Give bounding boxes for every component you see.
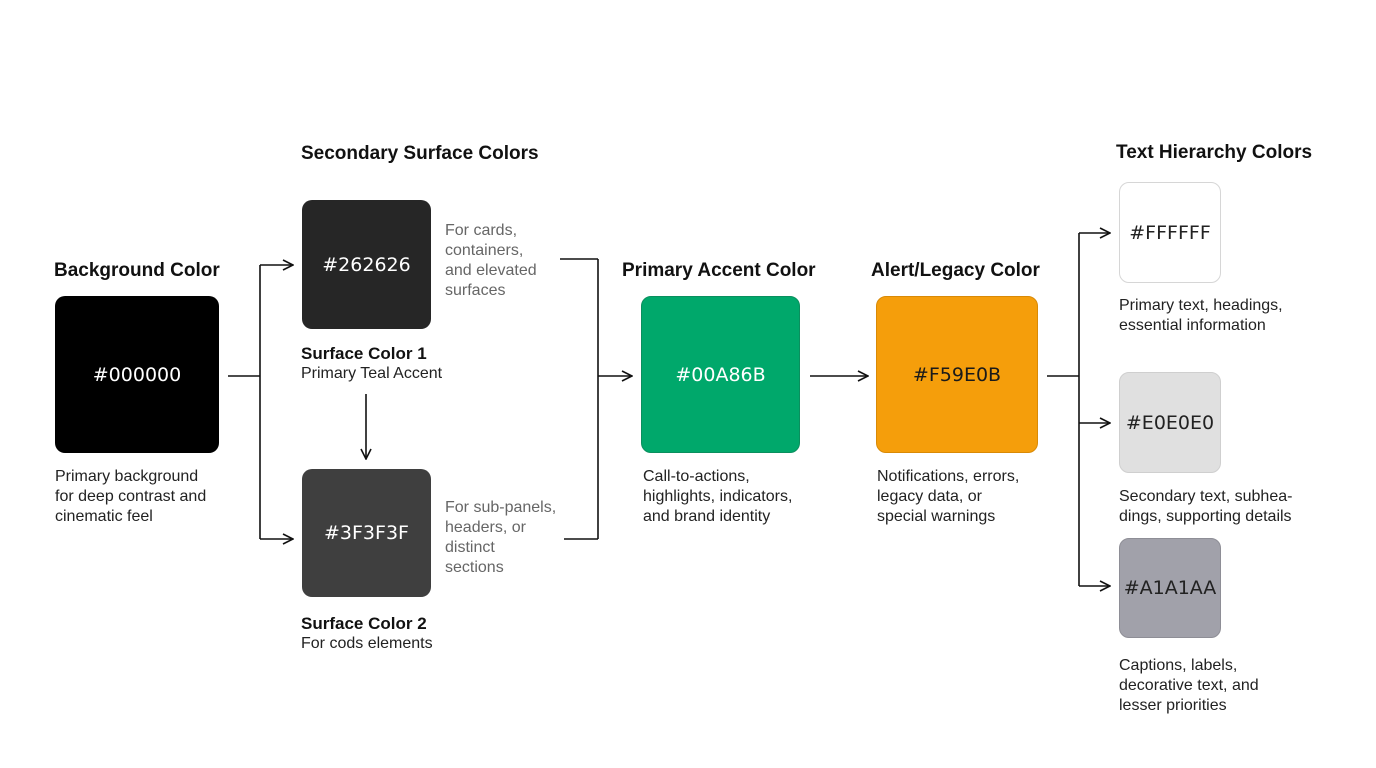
- surface-1-caption: Surface Color 1 Primary Teal Accent: [301, 343, 442, 384]
- surface-1-label: Surface Color 1: [301, 344, 427, 363]
- surface-color-2-swatch: #3F3F3F: [302, 469, 431, 597]
- accent-hex-label: #00A86B: [675, 363, 766, 386]
- surface-2-sublabel: For cods elements: [301, 635, 433, 652]
- accent-color-title: Primary Accent Color: [622, 260, 816, 281]
- alert-hex-label: #F59E0B: [912, 363, 1002, 386]
- surface-1-note: For cards, containers, and elevated surf…: [445, 222, 537, 299]
- alert-color-title: Alert/Legacy Color: [871, 260, 1040, 281]
- text-hierarchy-title: Text Hierarchy Colors: [1116, 142, 1313, 163]
- alert-color-swatch: #F59E0B: [876, 296, 1038, 453]
- background-color-swatch: #000000: [55, 296, 219, 453]
- surface-2-note: For sub-panels, headers, or distinct sec…: [445, 499, 557, 576]
- text-primary-description: Primary text, headings, essential inform…: [1119, 297, 1283, 334]
- surface-2-label: Surface Color 2: [301, 614, 427, 633]
- text-tertiary-swatch: #A1A1AA: [1119, 538, 1221, 638]
- background-description: Primary background for deep contrast and…: [55, 468, 207, 525]
- text-secondary-description: Secondary text, subhea- dings, supportin…: [1119, 488, 1293, 525]
- background-color-title: Background Color: [54, 260, 220, 281]
- surface-1-hex-label: #262626: [322, 253, 411, 276]
- text-primary-hex-label: #FFFFFF: [1129, 221, 1211, 244]
- text-primary-swatch: #FFFFFF: [1119, 182, 1221, 283]
- surface-2-caption: Surface Color 2 For cods elements: [301, 613, 433, 654]
- surface-color-1-swatch: #262626: [302, 200, 431, 329]
- accent-description: Call-to-actions, highlights, indicators,…: [643, 468, 793, 525]
- background-hex-label: #000000: [92, 363, 182, 386]
- accent-color-swatch: #00A86B: [641, 296, 800, 453]
- secondary-surface-title: Secondary Surface Colors: [301, 143, 539, 164]
- text-tertiary-hex-label: #A1A1AA: [1123, 577, 1217, 599]
- text-secondary-hex-label: #E0E0E0: [1125, 411, 1215, 434]
- text-tertiary-description: Captions, labels, decorative text, and l…: [1119, 657, 1259, 714]
- text-secondary-swatch: #E0E0E0: [1119, 372, 1221, 473]
- alert-description: Notifications, errors, legacy data, or s…: [877, 468, 1020, 525]
- surface-1-sublabel: Primary Teal Accent: [301, 365, 443, 382]
- surface-2-hex-label: #3F3F3F: [324, 522, 409, 544]
